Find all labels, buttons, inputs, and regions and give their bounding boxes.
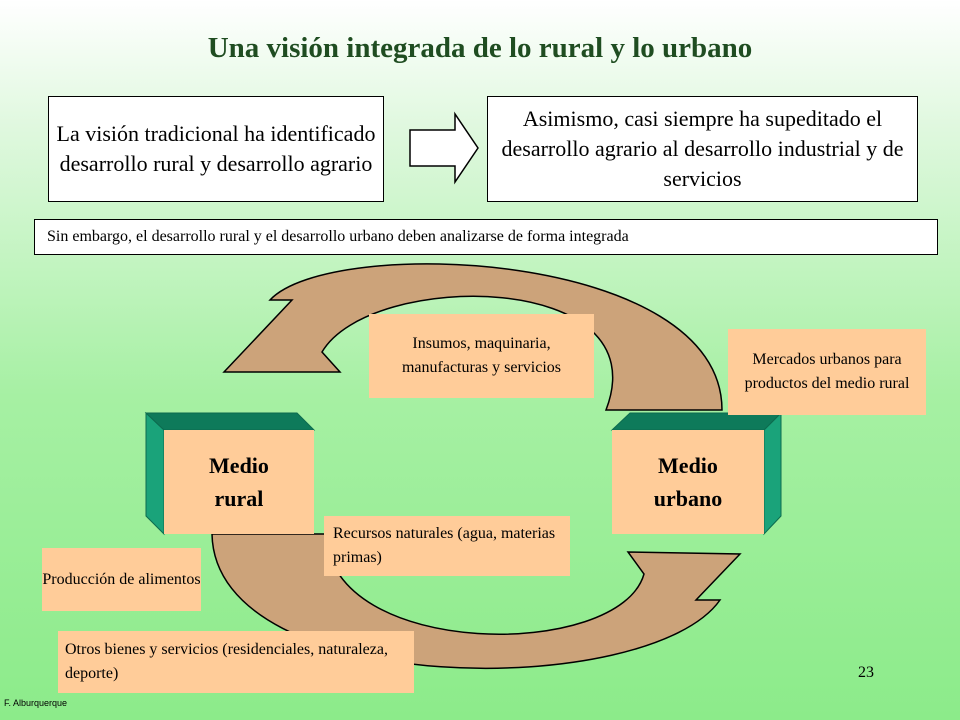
label-insumos-text: Insumos, maquinaria, manufacturas y serv… — [401, 335, 562, 376]
subordination-box: Asimismo, casi siempre ha supeditado el … — [487, 96, 918, 202]
label-otros-text: Otros bienes y servicios (residenciales,… — [65, 641, 388, 682]
node-urbano-top — [610, 412, 783, 431]
page-number: 23 — [858, 664, 874, 681]
node-urbano-label: Medio urbano — [653, 452, 723, 511]
label-mercados: Mercados urbanos para productos del medi… — [728, 329, 926, 415]
traditional-view-box: La visión tradicional ha identificado de… — [48, 96, 384, 202]
subordination-text: Asimismo, casi siempre ha supeditado el … — [501, 106, 904, 191]
node-rural-side — [145, 411, 165, 536]
node-rural-top — [144, 412, 316, 431]
right-arrow-icon — [409, 111, 479, 185]
label-recursos: Recursos naturales (agua, materias prima… — [324, 516, 570, 576]
traditional-view-text: La visión tradicional ha identificado de… — [56, 121, 376, 176]
label-produccion-text: Producción de alimentos — [42, 570, 201, 588]
node-urbano-front — [612, 430, 764, 534]
page-title: Una visión integrada de lo rural y lo ur… — [207, 32, 753, 64]
integration-banner: Sin embargo, el desarrollo rural y el de… — [34, 219, 938, 255]
node-urbano-side — [763, 411, 782, 536]
node-rural-front — [164, 430, 314, 534]
label-otros: Otros bienes y servicios (residenciales,… — [58, 631, 414, 693]
node-rural-label: Medio rural — [209, 452, 269, 511]
author-credit: F. Alburquerque — [4, 698, 68, 708]
label-mercados-text: Mercados urbanos para productos del medi… — [744, 351, 910, 392]
label-recursos-text: Recursos naturales (agua, materias prima… — [333, 525, 556, 566]
label-produccion: Producción de alimentos — [42, 548, 201, 611]
label-insumos: Insumos, maquinaria, manufacturas y serv… — [369, 314, 594, 398]
